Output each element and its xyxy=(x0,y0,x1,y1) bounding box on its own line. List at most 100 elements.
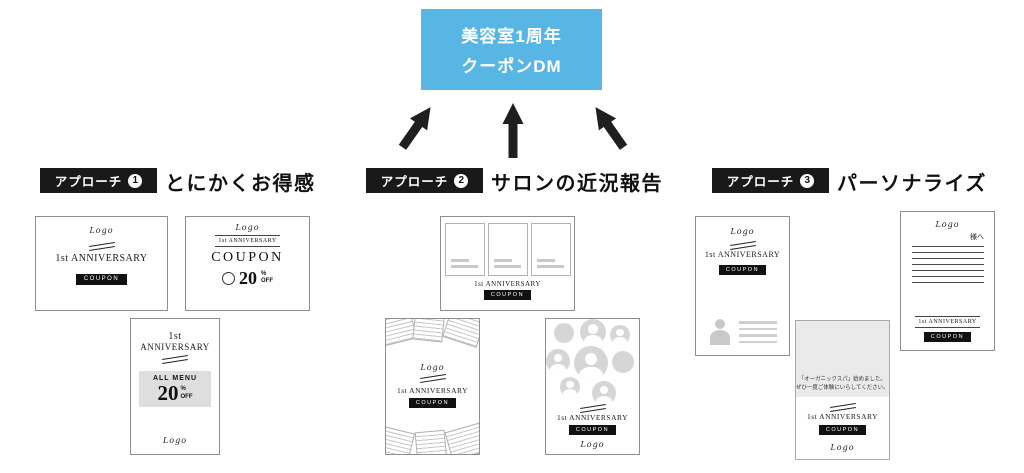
logo-text: Logo xyxy=(162,436,188,445)
avatar-circle-icon xyxy=(612,351,634,373)
anniversary-text: 1st ANNIVERSARY xyxy=(396,386,469,395)
dm-card-trifold: 1st ANNIVERSARY COUPON xyxy=(440,216,575,311)
stamp-circle-icon xyxy=(222,271,235,285)
coupon-pill: COUPON xyxy=(483,290,532,300)
approach-1-title: とにかくお得感 xyxy=(165,173,316,195)
line xyxy=(911,264,984,265)
avatar-person-icon xyxy=(592,381,616,405)
person-silhouette-icon xyxy=(708,319,732,345)
coupon-pill: COUPON xyxy=(75,274,128,286)
discount-row: 20 % OFF xyxy=(158,383,193,404)
off-text: OFF xyxy=(261,278,273,284)
anniversary-text: 1st ANNIVERSARY xyxy=(704,250,781,259)
approach-2-badge-label: アプローチ xyxy=(380,175,449,189)
zigzag-decoration xyxy=(162,356,188,364)
zigzag-decoration xyxy=(89,243,115,251)
logo-text: Logo xyxy=(830,443,855,452)
discount-number: 20 xyxy=(157,381,179,405)
approach-3-title: パーソナライズ xyxy=(837,173,987,195)
dm-card-allmenu-20off: 1st ANNIVERSARY ALL MENU 20 % OFF Logo xyxy=(130,318,220,455)
avatar-person-icon xyxy=(574,346,608,380)
approach-1-badge-label: アプローチ xyxy=(54,175,123,189)
line xyxy=(911,270,984,271)
card-center-content: Logo 1st ANNIVERSARY COUPON xyxy=(386,359,479,412)
dm-panel xyxy=(444,223,485,276)
dm-panel xyxy=(487,223,528,276)
logo-text: Logo xyxy=(420,363,445,372)
logo-text: Logo xyxy=(235,223,260,232)
addressee-text: 様へ xyxy=(970,234,984,241)
discount-row: 20 % OFF xyxy=(222,269,273,287)
discount-box: ALL MENU 20 % OFF xyxy=(139,371,211,407)
zigzag-decoration xyxy=(420,375,446,383)
discount-unit: % OFF xyxy=(261,271,273,285)
zigzag-decoration xyxy=(830,404,856,412)
approach-3-badge-label: アプローチ xyxy=(726,175,795,189)
placeholder-text-lines xyxy=(739,321,777,343)
line xyxy=(911,246,984,247)
dm-card-simple-coupon: Logo 1st ANNIVERSARY COUPON xyxy=(35,216,168,311)
line xyxy=(739,340,777,343)
anniversary-line-2: ANNIVERSARY xyxy=(140,342,210,352)
anniversary-line-1: 1st xyxy=(168,331,182,342)
line xyxy=(739,321,777,324)
letter-text-lines xyxy=(911,246,984,283)
coupon-pill: COUPON xyxy=(818,425,867,435)
coupon-pill: COUPON xyxy=(718,265,767,275)
stylist-profile-row xyxy=(708,319,777,345)
avatar-person-icon xyxy=(610,325,630,345)
all-menu-text: ALL MENU xyxy=(152,375,198,382)
coupon-pill: COUPON xyxy=(408,398,457,408)
line xyxy=(911,252,984,253)
approach-2-badge: アプローチ 2 xyxy=(366,168,483,193)
dm-card-personal-letter: Logo 様へ 1st ANNIVERSARY COUPON xyxy=(900,211,995,351)
dm-card-stylist-profile: Logo 1st ANNIVERSARY COUPON xyxy=(695,216,790,356)
line xyxy=(739,327,777,330)
message-line-1: 「オーガニックスパ」始めました。 xyxy=(798,376,887,382)
anniversary-text: 1st ANNIVERSARY xyxy=(474,280,541,288)
arrows-to-title xyxy=(398,103,628,158)
title-line-2: クーポンDM xyxy=(461,57,562,76)
logo-text: Logo xyxy=(935,220,960,229)
message-line-2: ぜひ一度ご体験にいらしてください。 xyxy=(796,384,889,391)
avatar-person-icon xyxy=(560,377,580,397)
line xyxy=(911,282,984,283)
dm-card-personal-message: 「オーガニックスパ」始めました。 ぜひ一度ご体験にいらしてください。 1st A… xyxy=(795,320,890,460)
arrow-up-icon xyxy=(502,103,524,158)
message-area: 「オーガニックスパ」始めました。 ぜひ一度ご体験にいらしてください。 xyxy=(796,321,889,397)
zigzag-decoration xyxy=(730,242,756,250)
approach-2-title: サロンの近況報告 xyxy=(491,173,663,195)
dm-card-20off-coupon: Logo 1st ANNIVERSARY COUPON 20 % OFF xyxy=(185,216,310,311)
approach-2-badge-number: 2 xyxy=(454,173,469,188)
newspaper-note xyxy=(444,422,479,454)
approach-3-badge-number: 3 xyxy=(800,173,815,188)
avatar-person-icon xyxy=(546,349,570,373)
trifold-panels xyxy=(444,223,571,276)
approach-1-badge: アプローチ 1 xyxy=(40,168,157,193)
logo-text: Logo xyxy=(580,440,605,449)
coupon-pill: COUPON xyxy=(568,425,617,435)
anniversary-text: 1st ANNIVERSARY xyxy=(806,412,879,421)
logo-text: Logo xyxy=(89,226,114,235)
dm-card-news-collage: Logo 1st ANNIVERSARY COUPON xyxy=(385,318,480,455)
line xyxy=(911,276,984,277)
arrow-up-left-icon xyxy=(595,107,628,150)
newspaper-note xyxy=(386,425,416,454)
approach-3-badge: アプローチ 3 xyxy=(712,168,829,193)
title-box: 美容室1周年 クーポンDM xyxy=(421,9,602,90)
newspaper-note xyxy=(414,429,448,454)
discount-number: 20 xyxy=(239,268,257,288)
arrow-up-right-icon xyxy=(398,107,431,150)
anniversary-text: 1st ANNIVERSARY xyxy=(55,253,148,264)
coupon-pill: COUPON xyxy=(923,332,972,342)
off-text: OFF xyxy=(180,393,193,400)
avatar-circle-icon xyxy=(554,323,574,343)
percent-sign: % xyxy=(261,270,267,277)
personal-message: 「オーガニックスパ」始めました。 ぜひ一度ご体験にいらしてください。 xyxy=(796,375,889,392)
newspaper-note xyxy=(442,319,479,348)
newspaper-note xyxy=(412,319,446,343)
anniversary-text: 1st ANNIVERSARY xyxy=(556,413,629,422)
avatar-person-icon xyxy=(580,319,606,345)
avatar-cluster xyxy=(546,319,639,405)
